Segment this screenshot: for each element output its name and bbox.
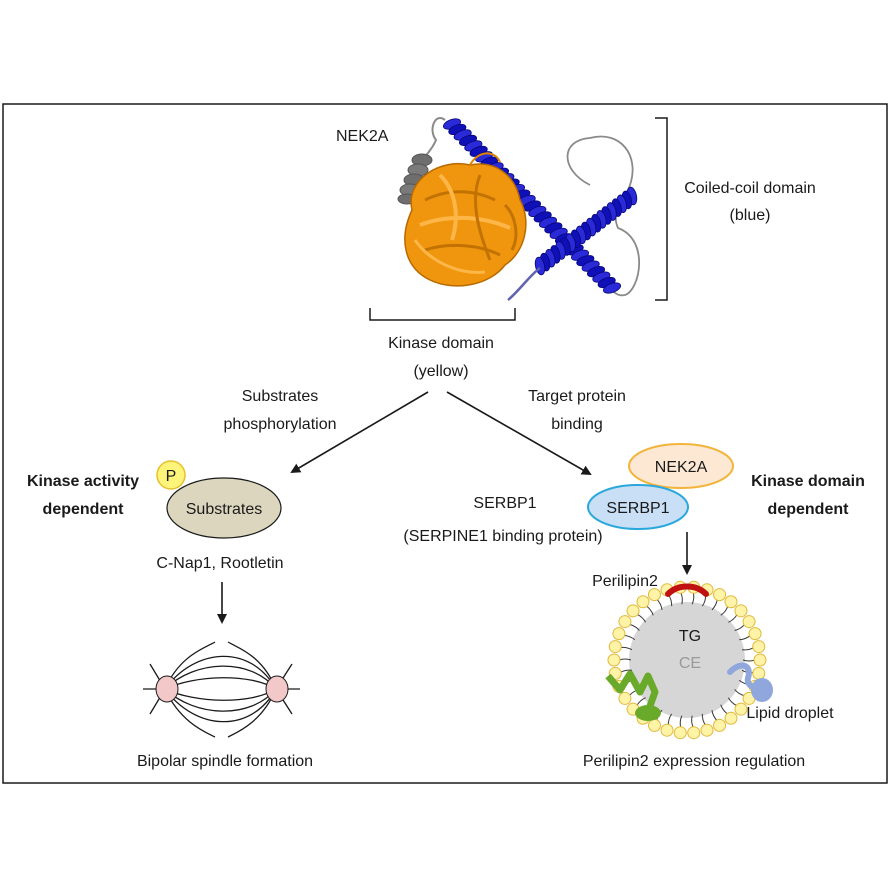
lipid-droplet-label: Lipid droplet [746, 705, 834, 722]
green-membrane-protein [605, 670, 659, 708]
centrosome-right [265, 675, 289, 703]
complex-nek2a [628, 443, 734, 489]
centrosome-left [155, 675, 179, 703]
partner-name: SERBP1 [473, 495, 536, 512]
lipid-head [713, 718, 727, 732]
lipid-head [687, 726, 701, 740]
lipid-tail [720, 605, 729, 616]
lipid-head [748, 627, 762, 641]
lipid-head [612, 627, 626, 641]
droplet-core [629, 602, 745, 718]
lipid-tail [739, 635, 751, 641]
lipid-head [724, 595, 738, 609]
right-outcome: Perilipin2 expression regulation [583, 753, 805, 770]
phospho-badge-label: P [166, 468, 177, 485]
kinase-domain-bracket [369, 308, 516, 321]
complex-nek2a-label: NEK2A [655, 459, 708, 476]
left-category-line-2: dependent [43, 501, 125, 518]
perilipin2-protein [665, 583, 709, 597]
lipid-tail [720, 704, 729, 715]
right-arrow-label-1: Target protein [528, 388, 626, 405]
lipid-head [647, 718, 661, 732]
helix-turn [602, 282, 622, 294]
right-arrow-label-2: binding [551, 416, 603, 433]
lipid-tail [667, 713, 673, 726]
lipid-head [618, 691, 632, 705]
lipid-head [608, 640, 622, 654]
droplet-core-tg: TG [679, 628, 701, 645]
lipid-head [742, 615, 756, 629]
lipid-tail [734, 689, 745, 697]
coiled-coil-label: Coiled-coil domain [684, 180, 816, 197]
lipid-tail [636, 697, 646, 707]
complex-serbp1 [587, 484, 689, 530]
phospho-badge [156, 460, 186, 490]
coiled-coil-color-label: (blue) [730, 207, 771, 224]
lipid-tail [734, 623, 746, 632]
lipid-tail [701, 713, 707, 726]
lipid-tail [618, 658, 632, 661]
left-arrow-label-2: phosphorylation [224, 416, 337, 433]
lipid-tail [727, 697, 738, 707]
left-category-line-1: Kinase activity [27, 473, 139, 490]
lipid-head [734, 604, 748, 618]
kinase-domain-label: Kinase domain [388, 335, 494, 352]
coiled-coil-tail [507, 266, 541, 301]
protein-name: NEK2A [336, 128, 389, 145]
lipid-tail [742, 659, 756, 662]
perilipin-label: Perilipin2 [592, 573, 658, 590]
lipid-droplet [605, 580, 773, 740]
lipid-head [673, 726, 687, 740]
lipid-head [636, 595, 650, 609]
left-arrow-label-1: Substrates [242, 388, 318, 405]
lipid-tail [629, 623, 640, 631]
droplet-core-ce: CE [679, 655, 701, 672]
right-category-line-1: Kinase domain [751, 473, 865, 490]
left-branch-arrow [290, 391, 429, 474]
nek2a-structure [397, 117, 640, 301]
lipid-head [734, 702, 748, 716]
lipid-head [700, 723, 714, 737]
lipid-tail [728, 613, 738, 623]
lipid-tail [645, 605, 654, 616]
lipid-head [713, 588, 727, 602]
partner-full-name: (SERPINE1 binding protein) [403, 528, 602, 545]
lipid-head [618, 615, 632, 629]
green-protein-tail [635, 705, 661, 721]
coiled-coil-helix-2 [534, 186, 638, 276]
lipid-head [607, 653, 621, 667]
right-category-line-2: dependent [768, 501, 850, 518]
outer-border [2, 103, 888, 784]
lipid-tail [656, 598, 663, 610]
coiled-coil-bracket [655, 117, 668, 301]
lipid-tail [711, 710, 718, 722]
lipid-head [660, 723, 674, 737]
left-outcome: Bipolar spindle formation [137, 753, 313, 770]
lipid-head [647, 588, 661, 602]
lipid-head [724, 711, 738, 725]
lipid-tail [711, 599, 718, 611]
blue-protein-head [751, 678, 773, 702]
substrates-label: Substrates [186, 501, 262, 518]
kinase-domain-structure [404, 152, 527, 287]
kinase-domain-color-label: (yellow) [413, 363, 468, 380]
complex-serbp1-label: SERBP1 [606, 500, 669, 517]
right-branch-arrow [446, 391, 592, 475]
lipid-tail [623, 634, 636, 641]
lipid-head [626, 604, 640, 618]
lipid-tail [636, 613, 647, 623]
substrate-examples: C-Nap1, Rootletin [156, 555, 283, 572]
lipid-head [752, 666, 766, 680]
lipid-head [752, 640, 766, 654]
lipid-tail [620, 646, 633, 651]
lipid-head [753, 653, 767, 667]
substrates-ellipse [166, 477, 282, 539]
